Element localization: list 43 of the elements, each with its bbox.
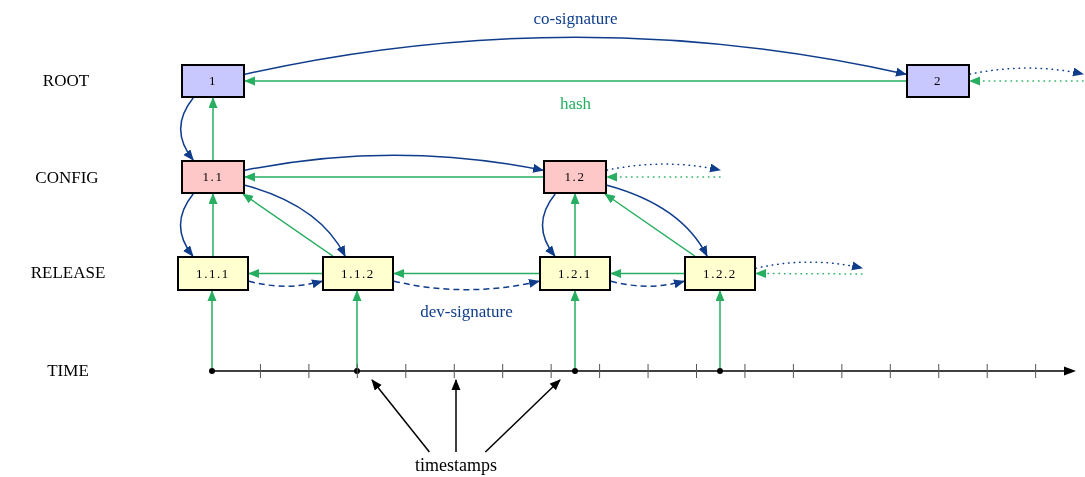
row-label: ROOT — [42, 70, 90, 93]
arrow — [604, 193, 696, 257]
row-label: CONFIG — [35, 167, 99, 190]
leader-arrow — [451, 379, 461, 453]
version-box: 1.1 — [181, 160, 245, 194]
arrow — [244, 172, 544, 182]
arrow — [393, 278, 540, 291]
arrow — [393, 269, 540, 278]
arrow — [570, 193, 580, 257]
version-box: 1.1.2 — [322, 256, 394, 291]
arrow — [606, 172, 721, 182]
arrow — [179, 97, 194, 161]
arrow — [352, 290, 362, 369]
arrow — [242, 193, 334, 257]
version-box: 1 — [181, 64, 245, 98]
arrow — [570, 290, 580, 369]
arrow — [715, 290, 725, 369]
arrow — [541, 193, 556, 257]
version-box: 1.2 — [543, 160, 607, 194]
arrow — [244, 36, 907, 77]
annotation-text: timestamps — [386, 452, 526, 477]
arrow — [244, 76, 907, 86]
row-label: RELEASE — [30, 262, 106, 285]
arrow — [755, 269, 863, 279]
arrow — [207, 290, 217, 369]
arrow — [248, 269, 323, 278]
arrow — [969, 76, 1084, 86]
arrow — [248, 279, 323, 288]
leader-arrow — [371, 379, 431, 453]
leader-arrow — [484, 379, 561, 453]
arrow — [244, 184, 346, 257]
arrow — [179, 193, 194, 257]
arrow — [610, 269, 685, 278]
version-box: 1.1.1 — [177, 256, 249, 291]
version-box: 2 — [906, 64, 970, 98]
arrow — [208, 193, 218, 257]
version-box: 1.2.1 — [539, 256, 611, 291]
arrow — [244, 154, 544, 173]
arrow — [606, 184, 708, 257]
arrow — [208, 97, 218, 161]
arrow — [610, 279, 685, 288]
version-box: 1.2.2 — [684, 256, 756, 291]
row-label: TIME — [47, 360, 89, 383]
